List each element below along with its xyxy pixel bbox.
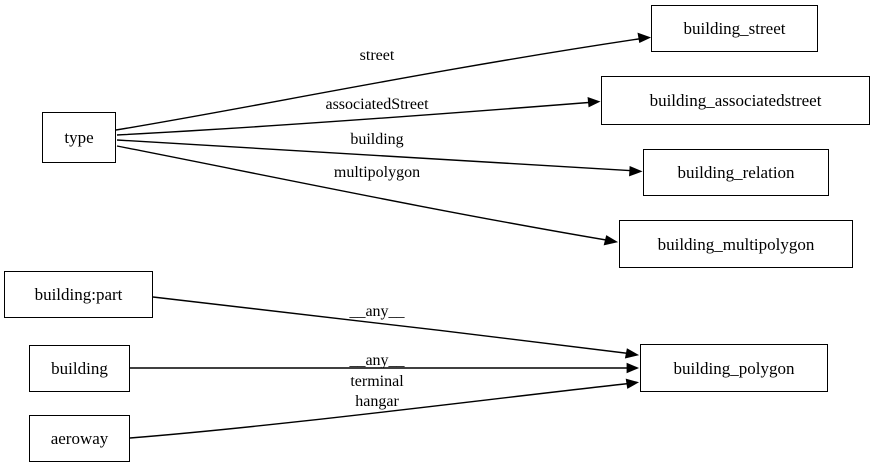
node-building[interactable]: building	[29, 345, 130, 392]
edge-label-terminal-hangar: terminal hangar	[350, 372, 403, 412]
node-label: building_polygon	[673, 358, 795, 378]
edge-label-any-building: __any__	[349, 352, 405, 369]
edge-type-building-associatedstreet	[116, 97, 601, 136]
edge-label-building: building	[350, 131, 404, 148]
edge-type-building-relation	[116, 139, 643, 177]
node-building-multipolygon[interactable]: building_multipolygon	[619, 220, 853, 268]
node-building-street[interactable]: building_street	[651, 5, 818, 52]
node-label: building	[51, 359, 108, 378]
node-building-part[interactable]: building:part	[4, 271, 153, 318]
edge-label-associatedstreet: associatedStreet	[325, 96, 429, 113]
edge-aeroway-building-polygon	[129, 378, 640, 439]
node-aeroway[interactable]: aeroway	[29, 415, 130, 462]
node-type[interactable]: type	[42, 112, 116, 163]
edge-type-building-street	[115, 32, 652, 131]
node-building-relation[interactable]: building_relation	[643, 149, 829, 196]
node-label: building:part	[34, 285, 123, 304]
edge-label-line-hangar: hangar	[355, 393, 399, 410]
node-label: type	[64, 128, 94, 147]
node-building-associatedstreet[interactable]: building_associatedstreet	[601, 76, 870, 125]
node-label: aeroway	[50, 429, 109, 448]
edge-label-any-buildingpart: __any__	[349, 303, 405, 320]
node-building-polygon[interactable]: building_polygon	[640, 344, 828, 392]
edge-buildingpart-building-polygon	[152, 296, 640, 359]
node-label: building_relation	[677, 163, 795, 182]
edge-building-building-polygon	[130, 362, 640, 374]
node-label: building_multipolygon	[657, 234, 815, 254]
edge-type-building-multipolygon	[116, 145, 619, 246]
node-label: building_associatedstreet	[649, 91, 822, 110]
edge-label-street: street	[359, 47, 395, 64]
node-label: building_street	[683, 19, 786, 38]
edge-label-line-terminal: terminal	[350, 373, 404, 390]
edge-label-multipolygon: multipolygon	[333, 164, 421, 181]
